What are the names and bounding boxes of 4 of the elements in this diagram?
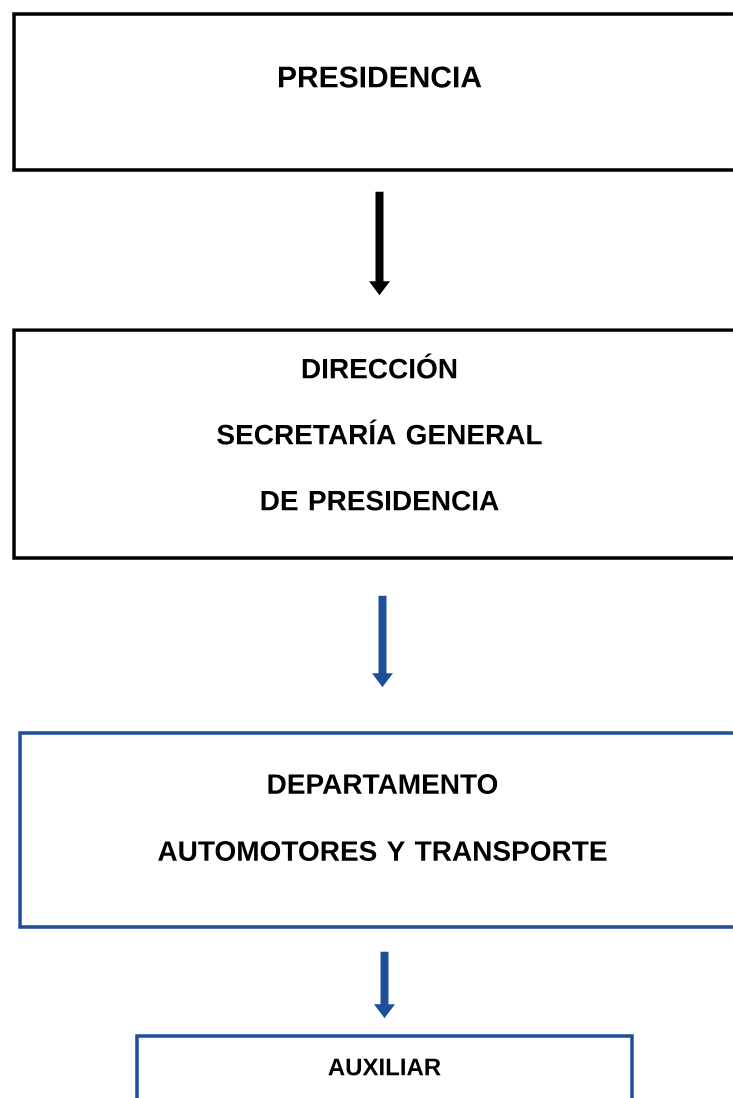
org-box: DIRECCIÓN SECRETARÍA GENERAL DE PRESIDENCIA — [12, 328, 733, 560]
org-box: PRESIDENCIA — [12, 12, 733, 172]
org-box: DEPARTAMENTO AUTOMOTORES Y TRANSPORTE — [18, 731, 733, 929]
org-box: AUXILIAR — [135, 1034, 634, 1098]
